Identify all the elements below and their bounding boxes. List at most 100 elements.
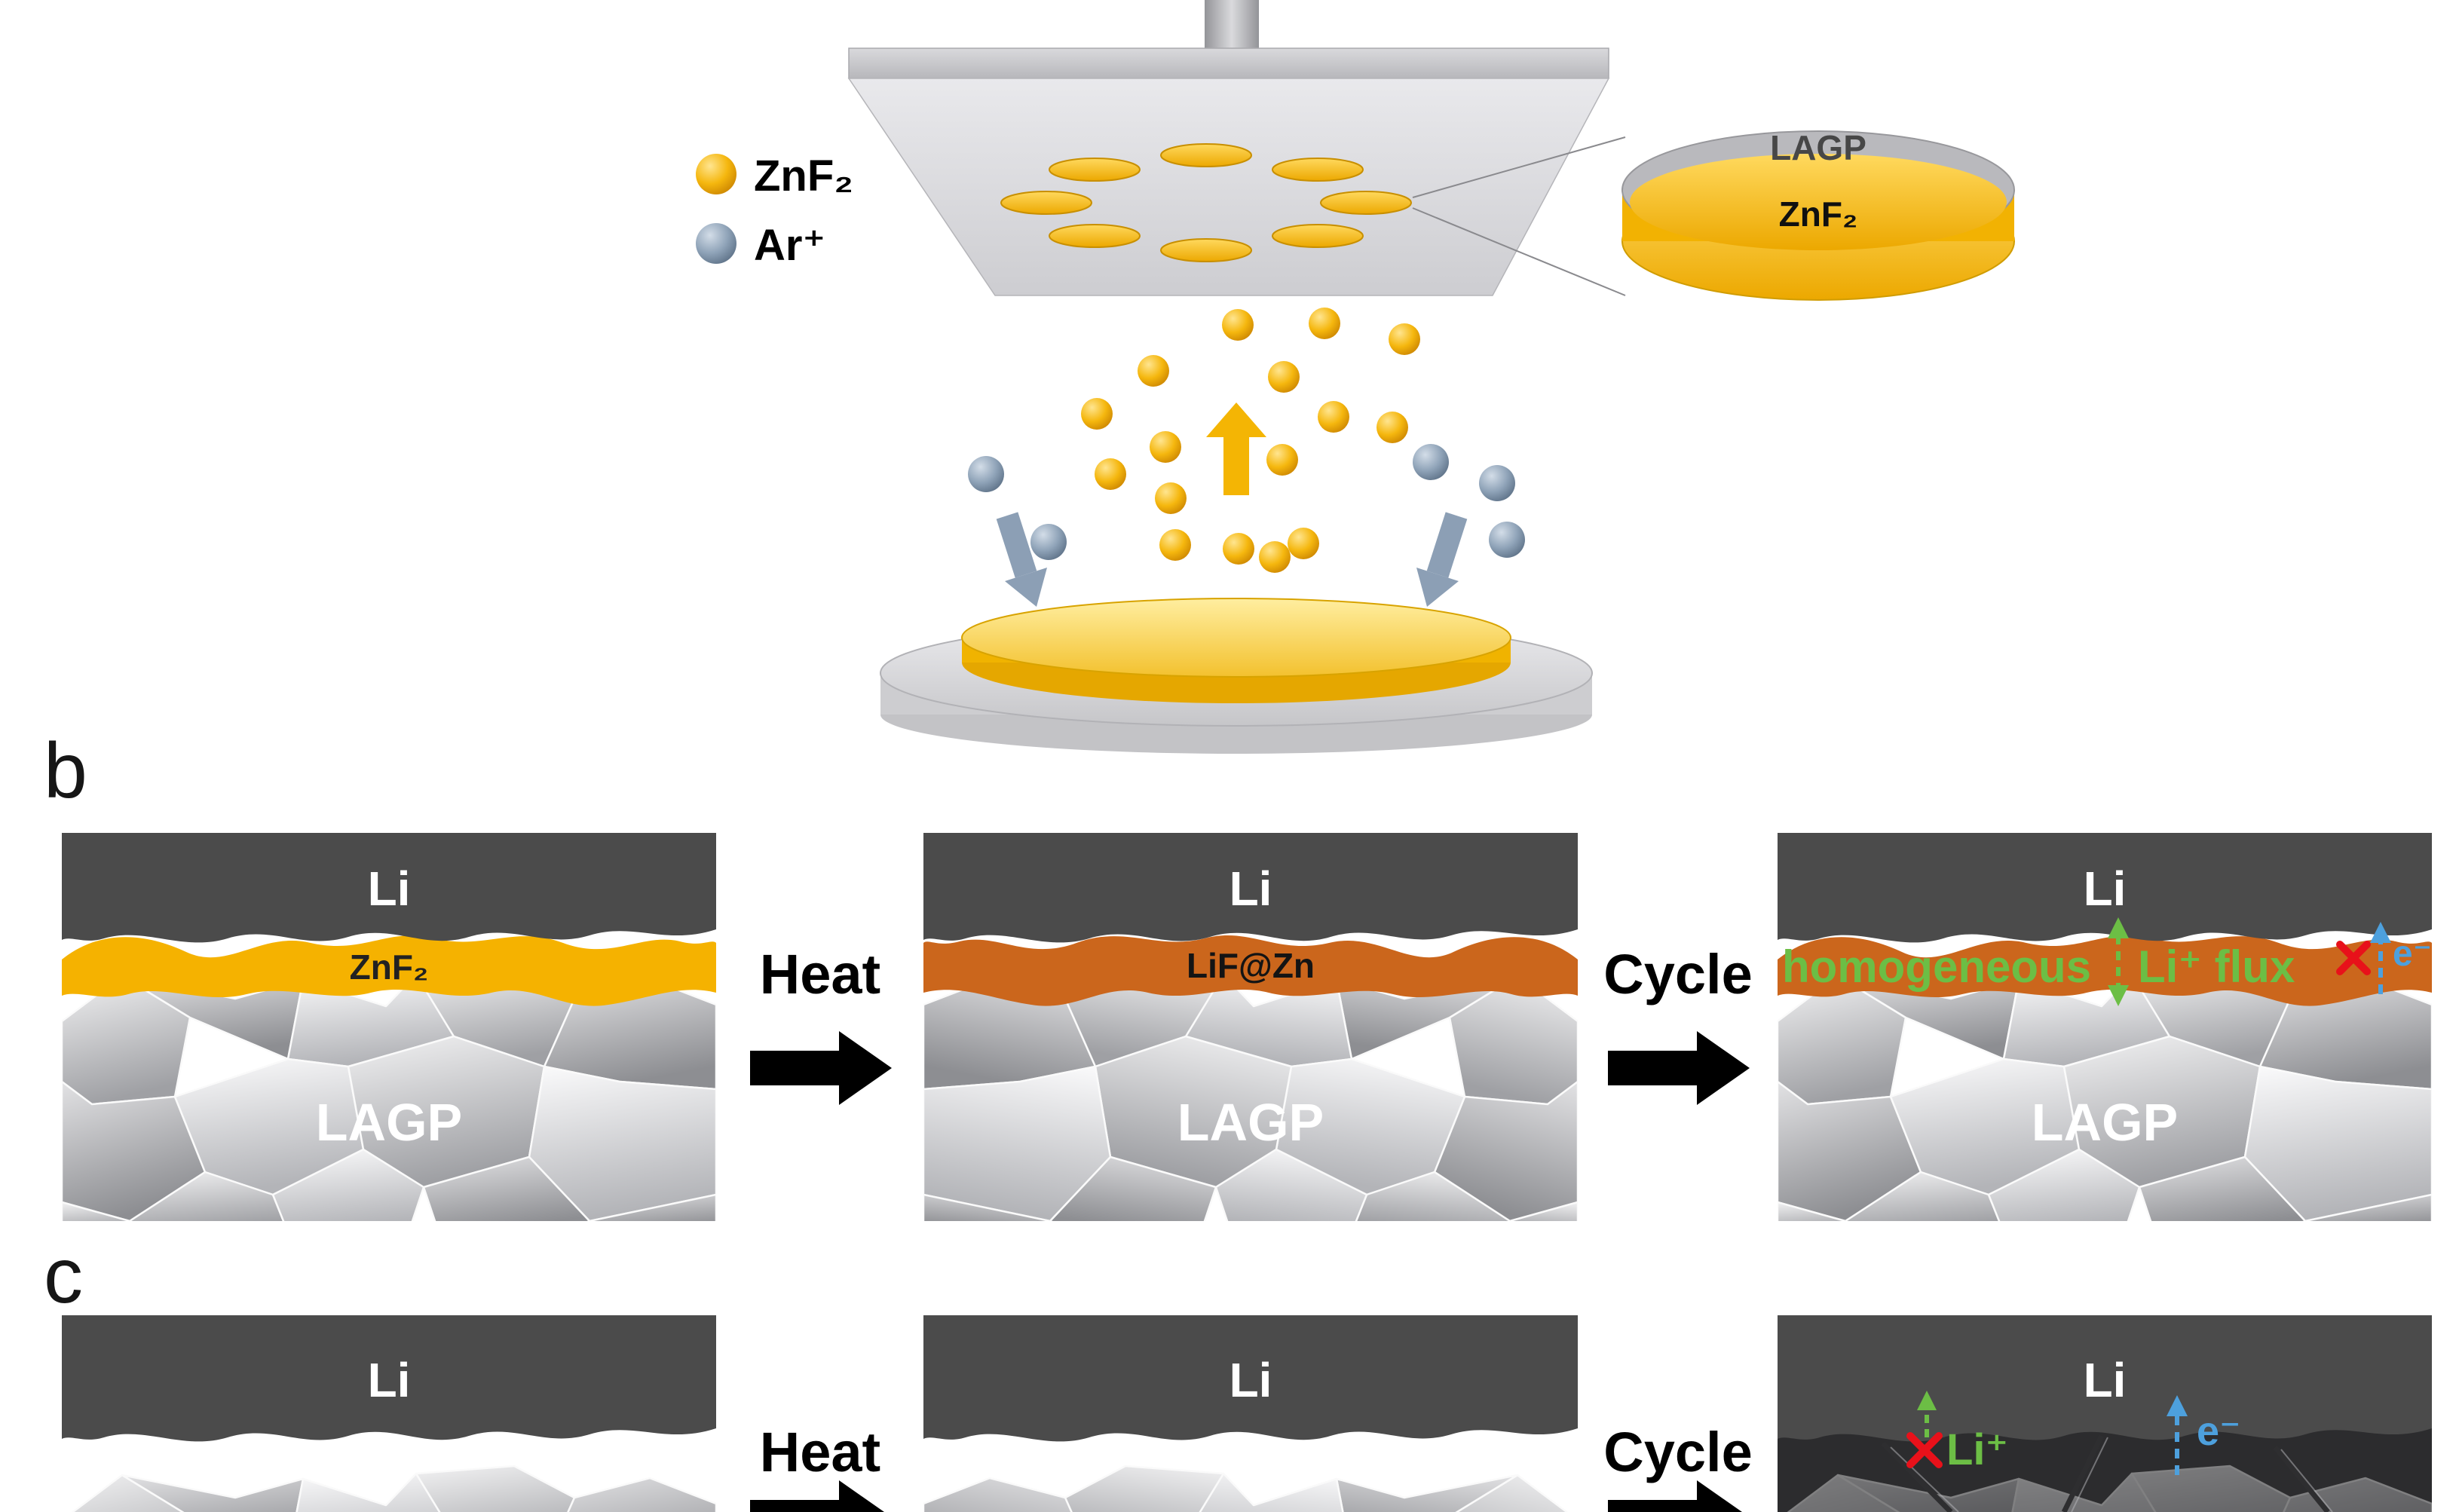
argon-arrowhead-icon: [1005, 568, 1047, 607]
target-disc: [1160, 238, 1252, 262]
crack: [1881, 1441, 1953, 1512]
cross-stroke: [2336, 941, 2371, 975]
znf2-particle: [1095, 458, 1126, 490]
target-disc: [1000, 191, 1092, 215]
argon-arrow-icon: [1426, 512, 1468, 578]
li-electrode: [923, 1315, 1578, 1442]
argon-ion: [1413, 444, 1449, 480]
inset-znf2-label: ZnF₂: [1779, 194, 1858, 234]
heat-arrow-icon: [750, 1051, 839, 1085]
argon-ion: [1030, 524, 1067, 560]
electron-arrowhead-icon: [2370, 922, 2391, 943]
znf2-particle: [1376, 412, 1408, 443]
lagp-label: LAGP: [316, 1093, 462, 1152]
znf2-particle: [1150, 431, 1181, 463]
argon-legend-label: Ar⁺: [754, 221, 825, 270]
argon-ion: [968, 456, 1004, 492]
znf2-particle: [1266, 444, 1298, 476]
znf2-particle: [1288, 528, 1319, 559]
heat-step-c: Heat: [750, 1421, 884, 1512]
znf2-particle: [1138, 355, 1169, 387]
inset-disc-top: [1630, 154, 2007, 250]
cycle-arrow-icon: [1608, 1051, 1697, 1085]
panel-b-cell-3: Li homogeneous Li⁺ flux e⁻ LAGP: [1778, 833, 2432, 1221]
li-electrode: [1778, 833, 2432, 943]
li-electrode: [1778, 1315, 2432, 1442]
target-disc: [1049, 158, 1141, 182]
argon-ion: [1479, 465, 1515, 501]
sputtering-apparatus: ZnF₂ Ar⁺ LAGP ZnF₂: [696, 0, 2015, 754]
li-label: Li: [2084, 862, 2127, 916]
crack-highlight: [1890, 1446, 1959, 1512]
panel-b-cell-1: Li ZnF₂ LAGP: [62, 833, 716, 1221]
electron-label: e⁻: [2197, 1409, 2241, 1454]
target-inset: LAGP ZnF₂: [1621, 128, 2015, 301]
target-disc: [1160, 143, 1252, 167]
target-holder-edge: [848, 47, 1609, 79]
holder-rod: [1205, 0, 1259, 54]
cycle-arrowhead-icon: [1697, 1480, 1742, 1512]
cycle-step-c: Cycle: [1603, 1421, 1753, 1512]
znf2-particle: [1081, 398, 1113, 430]
cycle-arrowhead-icon: [1697, 1031, 1750, 1105]
argon-arrow-icon: [996, 512, 1037, 578]
inset-connector-line: [1412, 136, 1626, 198]
li-label: Li: [368, 862, 411, 916]
panel-c-label: c: [44, 1232, 83, 1320]
lifzn-interlayer: [1778, 935, 2432, 1006]
li-electrode: [923, 833, 1578, 943]
li-flux-arrowhead-up-icon: [2108, 917, 2129, 938]
znf2-particle: [1222, 309, 1254, 341]
target-disc: [1049, 224, 1141, 248]
interlayer-label: LiF@Zn: [1187, 946, 1315, 985]
argon-ion: [1489, 522, 1525, 558]
blocked-cross-icon: [2336, 941, 2371, 975]
electron-label: e⁻: [2393, 934, 2432, 974]
znf2-particle: [1223, 533, 1254, 565]
li-label: Li: [1230, 862, 1272, 916]
argon-legend-swatch: [696, 223, 736, 264]
li-label: Li: [2084, 1353, 2127, 1407]
target-disc: [1320, 191, 1412, 215]
li-flux-arrowhead-icon: [1917, 1391, 1937, 1410]
li-electrode: [62, 1315, 716, 1442]
heat-label: Heat: [760, 1421, 880, 1483]
crack-highlight: [2280, 1449, 2333, 1512]
crack: [2273, 1445, 2330, 1512]
up-flux-arrow-icon: [1206, 402, 1266, 495]
li-electrode: [62, 833, 716, 943]
target-disc-ring: [1000, 143, 1412, 262]
cycle-label: Cycle: [1603, 943, 1752, 1005]
crack: [2061, 1434, 2105, 1512]
panel-c-cell-1: Li: [62, 1315, 716, 1512]
li-flux-arrowhead-down-icon: [2108, 985, 2129, 1006]
cycle-label: Cycle: [1603, 1421, 1752, 1483]
substrate-pedestal: [880, 598, 1593, 754]
target-holder-face: [847, 78, 1610, 296]
panel-b-label: b: [44, 727, 87, 815]
znf2-particle: [1259, 541, 1291, 573]
znf2-particle: [1309, 308, 1340, 339]
znf2-legend-swatch: [696, 154, 736, 194]
cycle-arrow-icon: [1608, 1500, 1697, 1512]
inset-lagp-label: LAGP: [1770, 128, 1866, 167]
heat-step-b: Heat: [750, 943, 892, 1105]
znf2-particle-cloud: [1081, 308, 1420, 573]
lifzn-interlayer: [923, 935, 1578, 1006]
znf2-legend-label: ZnF₂: [754, 152, 853, 200]
blocked-cross-icon: [1906, 1432, 1943, 1468]
legend: ZnF₂ Ar⁺: [696, 152, 853, 270]
argon-ion-group: [968, 444, 1525, 560]
crack-highlights: [1890, 1437, 2333, 1512]
panel-b-cell-2: Li LiF@Zn LAGP: [923, 833, 1578, 1221]
heat-arrow-icon: [750, 1500, 839, 1512]
znf2-particle: [1318, 401, 1349, 433]
panel-c-cell-3: Li Li⁺ e⁻: [1778, 1315, 2432, 1512]
panel-c-cell-2: Li: [923, 1315, 1578, 1512]
flux-annotation-left: homogeneous: [1782, 941, 2091, 992]
li-label: Li: [1230, 1353, 1272, 1407]
li-label: Li: [368, 1353, 411, 1407]
heat-label: Heat: [760, 943, 880, 1005]
